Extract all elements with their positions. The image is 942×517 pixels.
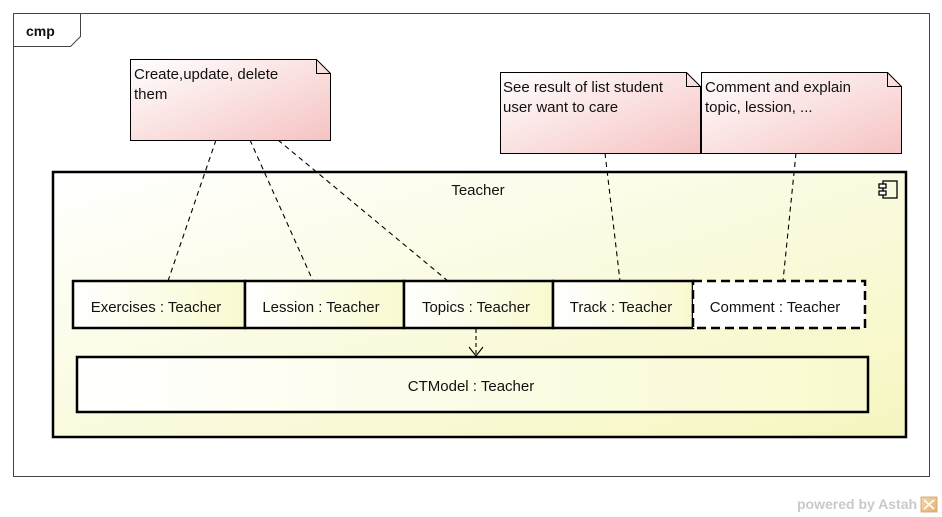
part-track[interactable]: Track : Teacher: [551, 279, 695, 330]
part-ctmodel[interactable]: CTModel : Teacher: [75, 355, 870, 414]
note-track: See result of list student user want to …: [500, 72, 701, 154]
note-connectors: [167, 139, 797, 282]
part-exercises-label: Exercises : Teacher: [91, 299, 222, 316]
part-track-label: Track : Teacher: [570, 299, 673, 316]
note-comment-line-1: Comment and explain: [705, 79, 851, 96]
part-comment-label: Comment : Teacher: [710, 299, 841, 316]
part-comment[interactable]: Comment : Teacher: [691, 279, 867, 330]
frame-tab: [13, 13, 81, 47]
note-crud-line-2: them: [134, 86, 167, 103]
component-icon: [878, 180, 898, 199]
note-crud: Create,update, delete them: [130, 59, 331, 141]
astah-logo-icon: [920, 496, 938, 513]
part-exercises[interactable]: Exercises : Teacher: [71, 279, 247, 330]
part-lession-label: Lession : Teacher: [262, 299, 379, 316]
connector-crud-topics: [277, 139, 449, 282]
connector-crud-lession: [249, 139, 314, 282]
part-topics[interactable]: Topics : Teacher: [402, 279, 555, 330]
part-ctmodel-label: CTModel : Teacher: [408, 378, 534, 395]
note-crud-line-1: Create,update, delete: [134, 66, 278, 83]
connector-comment-note: [782, 152, 797, 282]
note-comment: Comment and explain topic, lession, ...: [701, 72, 902, 154]
watermark-text: powered by Astah: [797, 496, 917, 512]
note-comment-line-2: topic, lession, ...: [705, 99, 813, 116]
frame-label: cmp: [26, 23, 55, 39]
note-track-line-1: See result of list student: [503, 79, 664, 96]
part-lession[interactable]: Lession : Teacher: [243, 279, 406, 330]
note-track-line-2: user want to care: [503, 99, 618, 116]
connector-track-note: [604, 152, 621, 282]
astah-watermark: powered by Astah: [797, 496, 938, 513]
part-topics-label: Topics : Teacher: [422, 299, 530, 316]
connector-crud-exercises: [167, 139, 217, 282]
teacher-component-label: Teacher: [451, 182, 504, 199]
